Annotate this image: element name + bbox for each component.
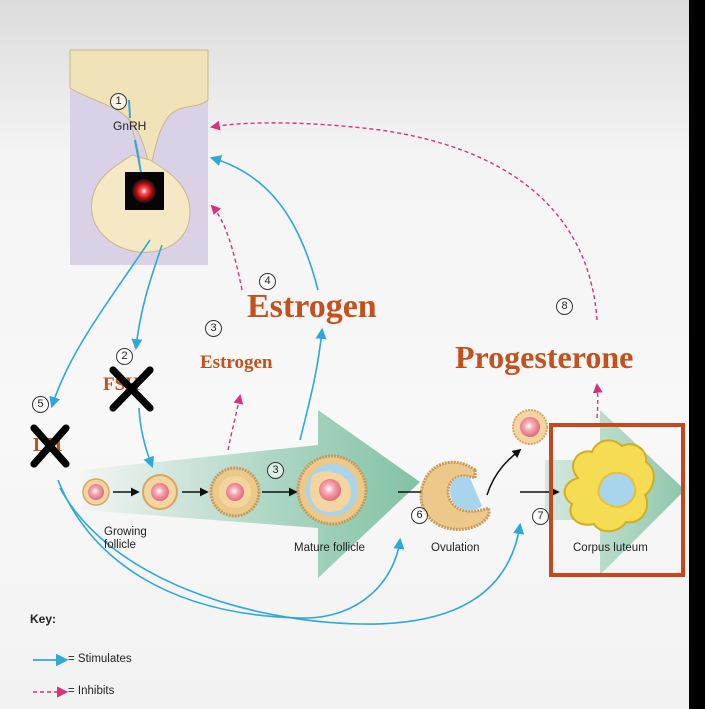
- follicle-secondary: [142, 474, 178, 510]
- step-2: 2: [116, 348, 133, 365]
- progesterone-label: Progesterone: [455, 339, 634, 375]
- key-title: Key:: [30, 612, 57, 626]
- step-4: 4: [259, 273, 276, 290]
- step-5: 5: [32, 396, 49, 413]
- corpus-luteum-highlight: [549, 423, 685, 577]
- key-inhibits-label: = Inhibits: [68, 685, 115, 697]
- released-egg: [512, 409, 548, 445]
- estrogen-small-label: Estrogen: [200, 352, 273, 373]
- gnrh-label: GnRH: [113, 119, 147, 133]
- right-edge-bar: [689, 0, 705, 709]
- follicles: [82, 409, 655, 533]
- growing-follicle-label: Growing follicle: [104, 526, 147, 551]
- follicle-primary: [82, 478, 110, 506]
- fsh-label: FSH: [103, 374, 140, 395]
- follicle-tertiary: [209, 466, 261, 518]
- lh-label: LH: [33, 434, 62, 456]
- estrogen-large-label: Estrogen: [247, 288, 377, 325]
- inhibit-arrows: [210, 120, 603, 451]
- step-7: 7: [532, 508, 549, 525]
- follicle-mature: [296, 454, 368, 526]
- ovulation-label: Ovulation: [431, 542, 480, 554]
- step-3-estrogen: 3: [205, 320, 222, 337]
- corpus-luteum-label: Corpus luteum: [573, 542, 648, 554]
- stimulate-arrows: [49, 155, 525, 625]
- mature-follicle-label: Mature follicle: [294, 542, 365, 554]
- ovulation-follicle: [419, 460, 491, 531]
- brain-panel: [69, 49, 209, 265]
- key-stimulates-label: = Stimulates: [68, 653, 132, 665]
- step-3-follicle: 3: [267, 462, 284, 479]
- step-1: 1: [110, 93, 127, 110]
- progression-arrows: [113, 448, 560, 497]
- corpus-luteum-body: [563, 439, 655, 533]
- step-6: 6: [411, 507, 428, 524]
- step-8: 8: [556, 298, 573, 315]
